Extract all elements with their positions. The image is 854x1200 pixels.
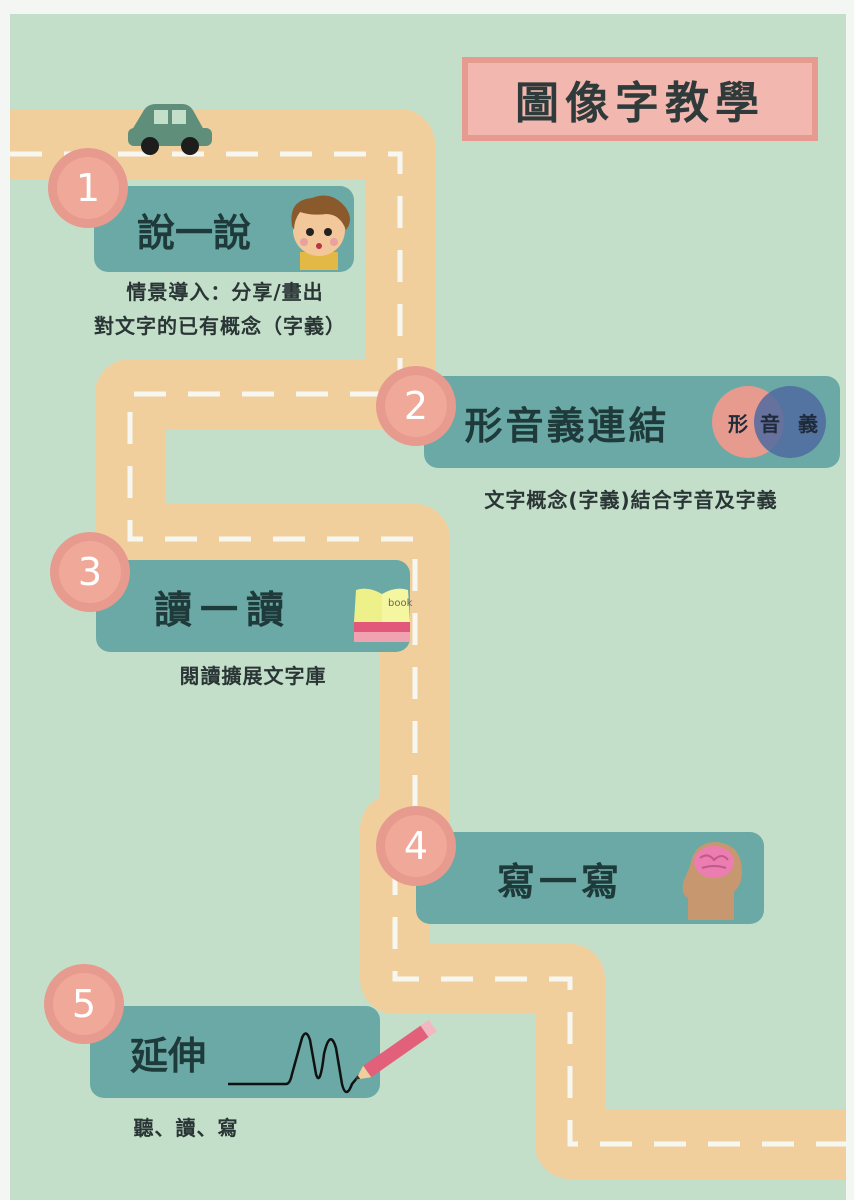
book-icon-text: book (388, 598, 413, 609)
step-5-caption: 聽、讀、寫 (133, 1116, 239, 1140)
step-1-caption-line-1: 情景導入：分享/畫出 (126, 280, 324, 304)
step-1-number: 1 (48, 148, 128, 228)
book-icon: book (354, 588, 413, 642)
title-box: 圖像字教學 (462, 57, 818, 141)
page-title: 圖像字教學 (468, 63, 812, 135)
step-2-caption: 文字概念(字義)結合字音及字義 (484, 488, 778, 512)
step-2-number: 2 (376, 366, 456, 446)
step-5-number: 5 (44, 964, 124, 1044)
step-2-label: 形音義連結 (464, 403, 670, 448)
step-1-caption-line-2: 對文字的已有概念（字義） (94, 314, 346, 338)
step-3-number: 3 (50, 532, 130, 612)
road-path (10, 109, 846, 1179)
brain-head-icon (682, 842, 742, 920)
boy-face-icon (291, 195, 350, 270)
step-1-label: 說一說 (136, 210, 251, 255)
step-3-label: 讀一讀 (153, 587, 292, 632)
step-4-number: 4 (376, 806, 456, 886)
step-5-card: 延伸 (90, 1006, 380, 1098)
step-5-label: 延伸 (130, 1033, 207, 1078)
venn-circle-right (754, 386, 826, 458)
poster: 圖像字教學 說一說 1 情景導入：分享/畫出 對文字的已有概念（字義） 形音義連… (10, 14, 846, 1200)
venn-diagram-icon: 形 音 義 (712, 386, 828, 458)
step-3-caption: 閱讀擴展文字庫 (179, 664, 327, 688)
venn-label-2: 音 (760, 412, 780, 436)
step-4-label: 寫一寫 (496, 859, 623, 904)
car-icon (128, 104, 212, 155)
venn-label-1: 形 (728, 412, 748, 436)
venn-label-3: 義 (798, 412, 818, 436)
pencil-icon (228, 1019, 437, 1094)
